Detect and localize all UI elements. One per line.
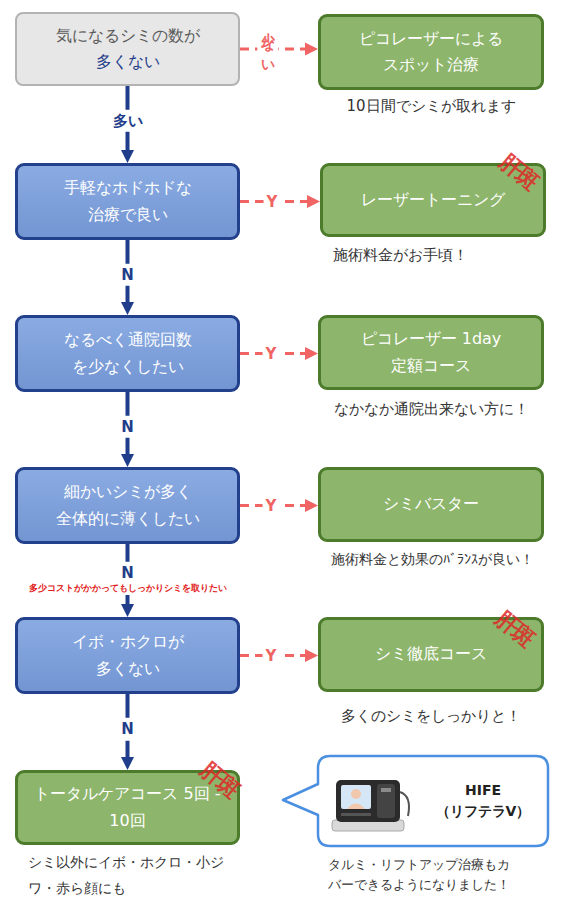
node-text-group: 手軽なホドホドな 治療で良い: [33, 175, 223, 228]
node-text-group: イボ・ホクロが 多くない: [53, 629, 203, 682]
node-text: 気になるシミの数が 多くない: [33, 23, 223, 76]
callout-bubble: HIFE （リフテラV）: [318, 756, 548, 846]
node-text: なるべく通院回数 を少なくしたい: [33, 327, 223, 380]
edge-label: 少ない: [257, 21, 278, 73]
start-box: 気になるシミの数が 多くない: [15, 12, 240, 86]
node-text-group: ピコレーザーによる スポット治療: [336, 26, 526, 79]
result-box: ピコレーザー 1day 定額コース: [318, 315, 544, 390]
note-text: シミ以外にイボ・ホクロ・小ジワ・赤ら顔にも: [28, 849, 233, 901]
edge-label: 多い: [111, 109, 145, 132]
decision-box: なるべく通院回数 を少なくしたい: [15, 315, 240, 392]
bubble-shape: [283, 756, 548, 846]
edge-label: N: [119, 561, 136, 584]
node-text: トータルケアコース 5回 - 10回: [33, 781, 223, 834]
node-text-group: HIFE （リフテラV）: [423, 780, 543, 822]
node-text-group: トータルケアコース 5回 - 10回: [33, 781, 223, 834]
edge-label: N: [119, 415, 136, 438]
device-illustration: [332, 780, 409, 831]
node-text: レーザートーニング: [361, 187, 505, 213]
edge-label: Y: [264, 192, 281, 211]
edge-label: N: [119, 263, 136, 286]
node-text-group: シミ徹底コース: [375, 641, 487, 667]
node-text-group: なるべく通院回数 を少なくしたい: [33, 327, 223, 380]
cost-note: 多少コストがかかってもしっかりシミを取りたい: [10, 583, 245, 595]
edge-label: Y: [263, 496, 280, 515]
node-text: ピコレーザー 1day 定額コース: [351, 326, 511, 379]
note-text: 10日間でシミが取れます: [318, 97, 544, 117]
result-box: ピコレーザーによる スポット治療: [318, 14, 544, 90]
node-text: 細かいシミが多く 全体的に薄くしたい: [33, 479, 223, 532]
node-text: シミ徹底コース: [375, 641, 487, 667]
note-text: タルミ・リフトアップ治療もカバーできるようになりました！: [328, 855, 520, 895]
node-text: 手軽なホドホドな 治療で良い: [33, 175, 223, 228]
edge-label: Y: [263, 344, 280, 363]
node-text-group: レーザートーニング: [361, 187, 505, 213]
node-text: ピコレーザーによる スポット治療: [336, 26, 526, 79]
decision-box: 細かいシミが多く 全体的に薄くしたい: [15, 467, 240, 544]
note-text: 多くのシミをしっかりと！: [318, 707, 544, 727]
node-text: イボ・ホクロが 多くない: [53, 629, 203, 682]
decision-box: 手軽なホドホドな 治療で良い: [15, 163, 240, 240]
result-box: シミバスター: [318, 467, 544, 542]
node-text-group: ピコレーザー 1day 定額コース: [351, 326, 511, 379]
note-text: 施術料金がお手頃！: [333, 246, 553, 266]
edge-label: Y: [263, 646, 280, 665]
node-text: HIFE （リフテラV）: [423, 780, 543, 822]
node-text-group: 気になるシミの数が 多くない: [33, 23, 223, 76]
note-text: なかなか通院出来ない方に！: [318, 400, 544, 420]
edge-label: N: [119, 718, 136, 741]
node-text-group: シミバスター: [383, 491, 479, 517]
node-text-group: 細かいシミが多く 全体的に薄くしたい: [33, 479, 223, 532]
note-text: 施術料金と効果のﾊﾞﾗﾝｽが良い！: [312, 551, 552, 569]
node-text: シミバスター: [383, 491, 479, 517]
decision-box: イボ・ホクロが 多くない: [15, 617, 240, 694]
bubble-outline: [318, 756, 548, 846]
